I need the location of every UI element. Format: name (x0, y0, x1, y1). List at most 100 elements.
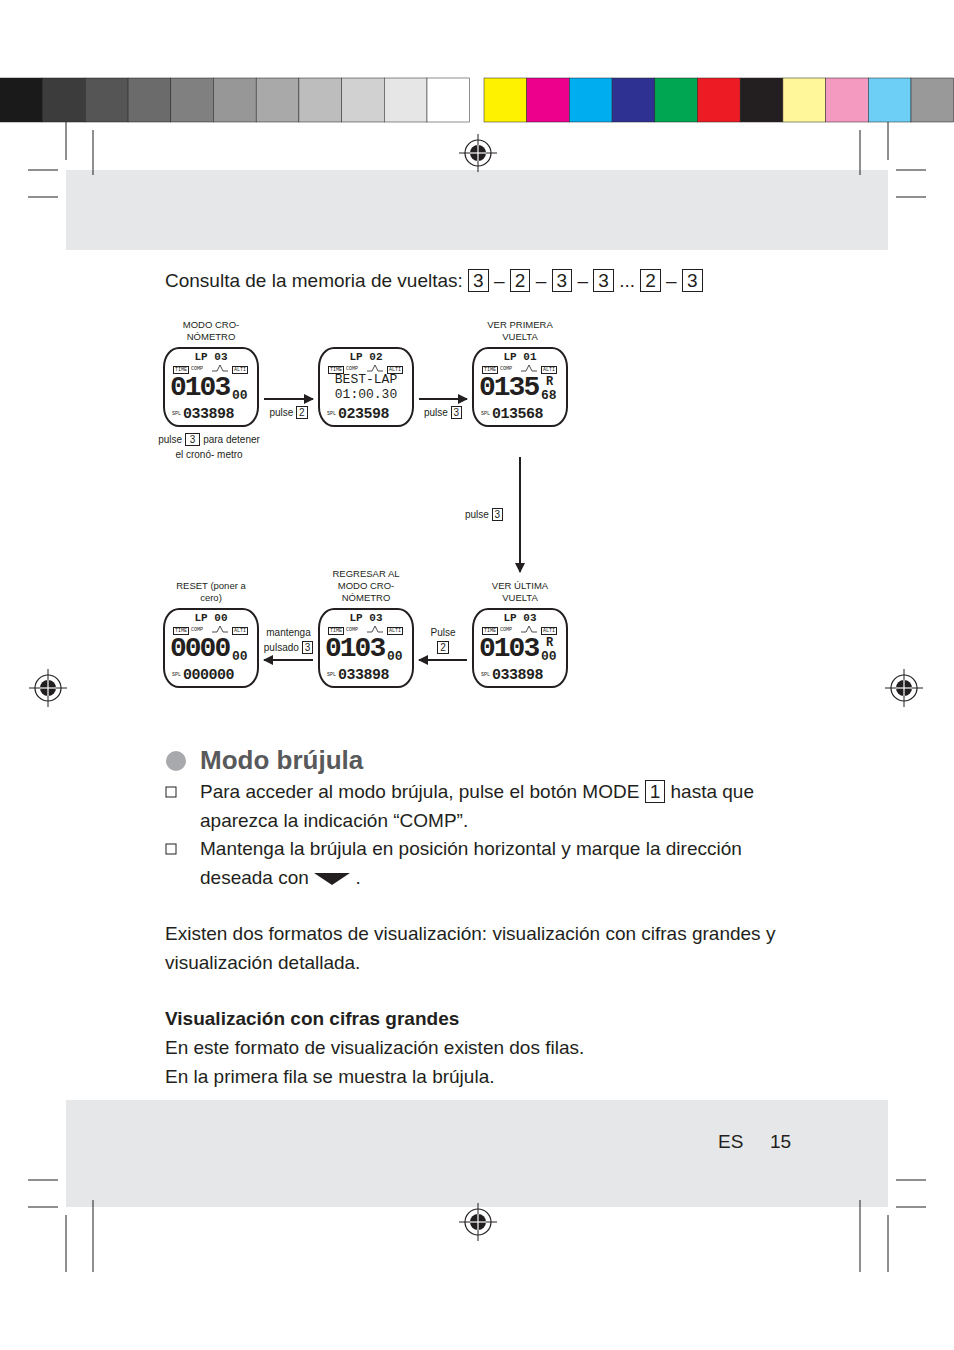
body-text: En la primera fila se muestra la brújula… (165, 1066, 494, 1087)
lcd-time: TIME (482, 366, 498, 374)
list-checkbox (166, 844, 176, 854)
body-text: para detener el cronó- metro (175, 434, 260, 460)
edge-label-text: mantenga pulsado (264, 627, 311, 653)
registration-mark (885, 669, 923, 707)
registration-line (478, 1203, 479, 1241)
lcd-small: 68 (541, 389, 557, 402)
callout-number: 2 (296, 406, 308, 419)
color-bar (43, 78, 86, 122)
text-block: Mantenga la brújula en posición horizont… (200, 834, 800, 892)
text-block: En este formato de visualización existen… (165, 1033, 795, 1062)
lcd-lp: LP 01 (474, 352, 566, 363)
altitude-icon-line (367, 365, 383, 371)
body-text: – (494, 270, 505, 291)
lcd-small: 00 (541, 650, 557, 663)
text-block: ES (718, 1129, 758, 1155)
altitude-icon (521, 625, 537, 633)
color-bar (740, 78, 783, 122)
color-bar (0, 78, 43, 122)
callout-number: 3 (302, 641, 314, 654)
color-bar (569, 78, 612, 122)
body-text: Consulta de la memoria de vueltas: (165, 270, 463, 291)
down-triangle-icon (314, 872, 350, 886)
callout-number: 1 (645, 780, 666, 803)
color-bar (612, 78, 655, 122)
body-text: ... (619, 270, 635, 291)
color-bar (427, 78, 470, 122)
edge-label: pulse 3 (413, 405, 473, 420)
color-bar (868, 78, 911, 122)
watch-display: MODO CRO- NÓMETROLP 03TIMECOMPALTI010300… (163, 347, 259, 427)
color-bar (527, 78, 570, 122)
text-block: Visualización con cifras grandes (165, 1004, 795, 1033)
altitude-icon-line (521, 626, 537, 632)
altitude-icon-line (212, 365, 228, 371)
watch-display: VER PRIMERA VUELTALP 01TIMECOMPALTI0135R… (472, 347, 568, 427)
edge-label: Pulse 2 (427, 625, 459, 655)
lcd-spl: SPL (172, 673, 181, 678)
lcd-big: 0135 (479, 374, 538, 402)
lcd-splnum: 033898 (338, 668, 389, 683)
lcd-big: 0103 (479, 635, 538, 663)
watch-display: LP 02TIMECOMPALTIBEST-LAP01:00.30SPL0235… (318, 347, 414, 427)
registration-dot (40, 680, 56, 696)
lcd-spl: SPL (327, 412, 336, 417)
lcd-big: 0103 (170, 374, 229, 402)
down-triangle-shape (314, 873, 350, 885)
body-text: Mantenga la brújula en posición horizont… (200, 838, 742, 888)
screen-caption: MODO CRO- NÓMETRO (171, 319, 251, 343)
altitude-icon-line (367, 626, 383, 632)
lcd-splnum: 033898 (183, 407, 234, 422)
registration-dot (470, 1214, 486, 1230)
registration-line (477, 1214, 478, 1230)
body-text: Existen dos formatos de visualización: v… (165, 923, 775, 973)
registration-line (477, 145, 478, 161)
callout-number: 2 (640, 269, 661, 292)
color-bar (484, 78, 527, 122)
lcd-splnum: 033898 (492, 668, 543, 683)
lcd-comp: COMP (500, 628, 512, 633)
text-block: pulse 3 para detener el cronó- metro (158, 432, 260, 462)
registration-mark (459, 134, 497, 172)
callout-number: 3 (492, 508, 504, 521)
text-block: Existen dos formatos de visualización: v… (165, 919, 795, 977)
screen-caption: RESET (poner a cero) (175, 580, 247, 604)
lcd-spl: SPL (172, 412, 181, 417)
flow-arrow (264, 659, 313, 661)
body-text: – (666, 270, 677, 291)
text-block: En la primera fila se muestra la brújula… (165, 1062, 795, 1091)
callout-number: 3 (682, 269, 703, 292)
lcd-spl: SPL (481, 673, 490, 678)
lcd-spl: SPL (481, 412, 490, 417)
lcd-big: 0103 (325, 635, 384, 663)
lcd-alti: ALTI (232, 366, 248, 374)
screen-caption: VER ÚLTIMA VUELTA (485, 580, 555, 604)
text-block: 15 (770, 1129, 810, 1155)
lcd-comp: COMP (346, 628, 358, 633)
crop-marks (28, 122, 926, 1272)
registration-line (478, 134, 479, 172)
edge-label: pulse 3 (454, 507, 514, 522)
callout-number: 3 (552, 269, 573, 292)
edge-label-text: pulse (269, 407, 293, 418)
body-text: 15 (770, 1131, 791, 1152)
body-text: Modo brújula (200, 745, 363, 775)
lcd-time: TIME (173, 627, 189, 635)
list-checkbox (166, 787, 176, 797)
altitude-icon (521, 364, 537, 372)
altitude-icon (212, 625, 228, 633)
callout-number: 3 (451, 406, 463, 419)
body-text: . (355, 867, 360, 888)
lcd-alti: ALTI (541, 627, 557, 635)
body-text: Para acceder al modo brújula, pulse el b… (200, 781, 639, 802)
altitude-icon-line (521, 365, 537, 371)
altitude-icon (367, 625, 383, 633)
registration-line (904, 669, 905, 707)
body-text: ES (718, 1131, 743, 1152)
altitude-icon-line (212, 626, 228, 632)
lcd-splnum: 013568 (492, 407, 543, 422)
registration-line (47, 680, 48, 696)
edge-label: mantenga pulsado 3 (260, 625, 318, 655)
watch-display: VER ÚLTIMA VUELTALP 03TIMECOMPALTI0103R0… (472, 608, 568, 688)
lcd-time: TIME (328, 627, 344, 635)
